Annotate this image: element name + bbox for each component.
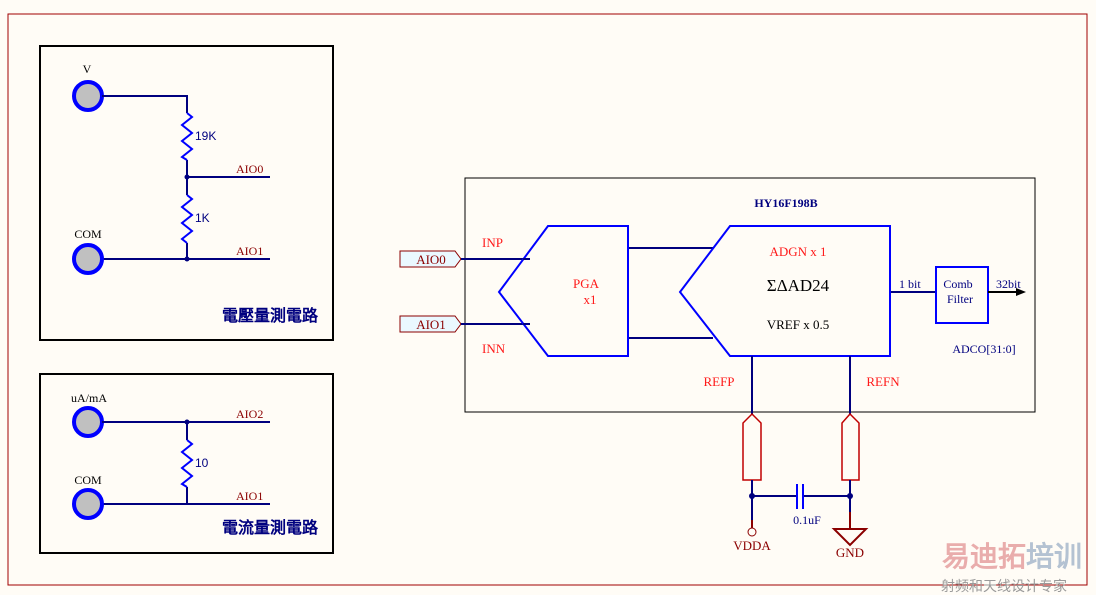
inp-label: INP (482, 235, 503, 250)
resistor-10-icon (180, 439, 194, 488)
vdda-port-icon (747, 527, 757, 537)
current-box (39, 373, 334, 554)
one-bit-label: 1 bit (899, 277, 921, 291)
r-shunt-label: 10 (195, 456, 209, 470)
junction-dot (184, 256, 190, 262)
terminal-com-label: COM (74, 473, 102, 487)
junction-dot (847, 493, 853, 499)
adc-vref: VREF x 0.5 (767, 317, 829, 332)
adc-gain: ADGN x 1 (769, 244, 826, 259)
adc-block (678, 225, 891, 357)
net-aio2-label: AIO2 (236, 407, 263, 421)
pga-input-stubs (523, 258, 530, 325)
power-stubs (751, 512, 851, 529)
watermark: 易迪拓 培训 射频和天线设计专家 (941, 540, 1082, 595)
terminal-com-label: COM (74, 227, 102, 241)
resistor-19k-icon (180, 112, 194, 161)
chip-name: HY16F198B (754, 196, 817, 210)
port-aio1-label: AIO1 (416, 317, 446, 332)
net-aio0-label: AIO0 (236, 162, 263, 176)
comb-filter-block (935, 266, 989, 324)
pga-block (497, 225, 629, 357)
refp-pin-icon (742, 412, 762, 481)
out-bits-label: 32bit (996, 277, 1021, 291)
watermark-brand-a: 易迪拓 (942, 540, 1026, 573)
vdda-label: VDDA (733, 538, 771, 553)
junction-dot (749, 493, 755, 499)
ground-icon (831, 528, 869, 547)
chip-outline (464, 177, 1036, 413)
adc-name: ΣΔAD24 (767, 276, 830, 295)
pga-label: PGA (573, 276, 600, 291)
gnd-label: GND (836, 545, 864, 560)
r-top-label: 19K (195, 129, 216, 143)
arrow-right-icon (1016, 288, 1026, 296)
net-aio1-label: AIO1 (236, 244, 263, 258)
junction-dot (184, 419, 190, 425)
refn-label: REFN (866, 374, 900, 389)
chip-block: HY16F198B AIO0 AIO1 INP INN PGA x1 ADGN … (399, 177, 1036, 414)
resistor-1k-icon (180, 194, 194, 244)
net-aio1-label: AIO1 (236, 489, 263, 503)
terminal-v-label: V (83, 62, 92, 76)
filter-line1: Comb (943, 277, 972, 291)
ref-wires (751, 356, 851, 414)
terminal-com-icon (72, 243, 104, 275)
out-reg-label: ADCO[31:0] (952, 342, 1015, 356)
reference-circuit: 0.1uF VDDA GND (733, 412, 869, 560)
port-aio1 (399, 315, 462, 333)
filter-line2: Filter (947, 292, 973, 306)
voltage-box (39, 45, 334, 341)
inn-label: INN (482, 341, 506, 356)
terminal-com-icon (72, 488, 104, 520)
voltage-measurement-circuit: V 19K 1K AIO0 COM AIO1 電壓量測電路 (39, 45, 334, 341)
r-bottom-label: 1K (195, 211, 210, 225)
pga-gain: x1 (584, 292, 597, 307)
terminal-current-label: uA/mA (71, 391, 107, 405)
cap-label: 0.1uF (793, 513, 821, 527)
current-measurement-circuit: uA/mA 10 AIO2 COM AIO1 電流量測電路 (39, 373, 334, 554)
watermark-brand-b: 培训 (1026, 540, 1082, 573)
terminal-v-icon (72, 80, 104, 112)
refn-pin-icon (841, 412, 860, 481)
signal-wires (461, 247, 937, 339)
watermark-slogan: 射频和天线设计专家 (941, 578, 1067, 595)
port-aio0 (399, 250, 462, 268)
port-aio0-label: AIO0 (416, 252, 446, 267)
refp-label: REFP (703, 374, 734, 389)
terminal-current-icon (72, 406, 104, 438)
sheet-border (7, 13, 1088, 586)
current-title: 電流量測電路 (222, 518, 319, 537)
capacitor-icon (796, 484, 804, 509)
junction-dot (184, 174, 190, 180)
voltage-title: 電壓量測電路 (222, 306, 319, 325)
